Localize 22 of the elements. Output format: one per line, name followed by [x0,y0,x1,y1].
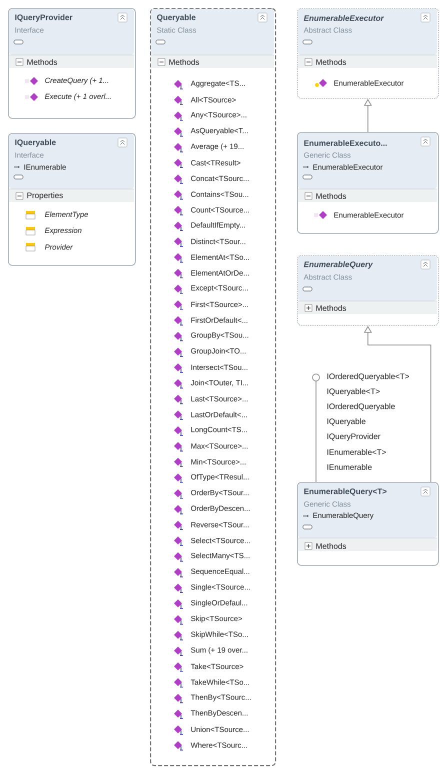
lollipop-connector [312,374,320,482]
section-header: Methods [27,59,58,65]
class-name: Queryable [157,14,196,22]
class-name: IQueryable [15,139,56,147]
class-name: EnumerableExecutor [304,15,384,21]
section-header: Methods [316,59,346,65]
interface-name: IEnumerable [327,464,372,470]
class-name: IQueryProvider [15,14,72,22]
class-name: EnumerableQuery<T> [304,488,386,496]
interface-name: IOrderedQueryable [327,403,395,411]
class-name: EnumerableExecuto... [304,140,387,146]
interface-name: IQueryable<T> [327,388,380,396]
interface-name: IEnumerable<T> [327,449,386,455]
section-header: Methods [316,305,346,311]
section-header: Properties [27,192,63,200]
interface-name: IOrderedQueryable<T> [327,373,409,381]
interface-name: IQueryable [327,418,366,426]
class-name: EnumerableQuery [304,261,373,269]
section-header: Methods [169,59,200,65]
section-header: Methods [316,543,346,549]
interface-name: IQueryProvider [327,433,380,441]
section-header: Methods [316,193,346,199]
